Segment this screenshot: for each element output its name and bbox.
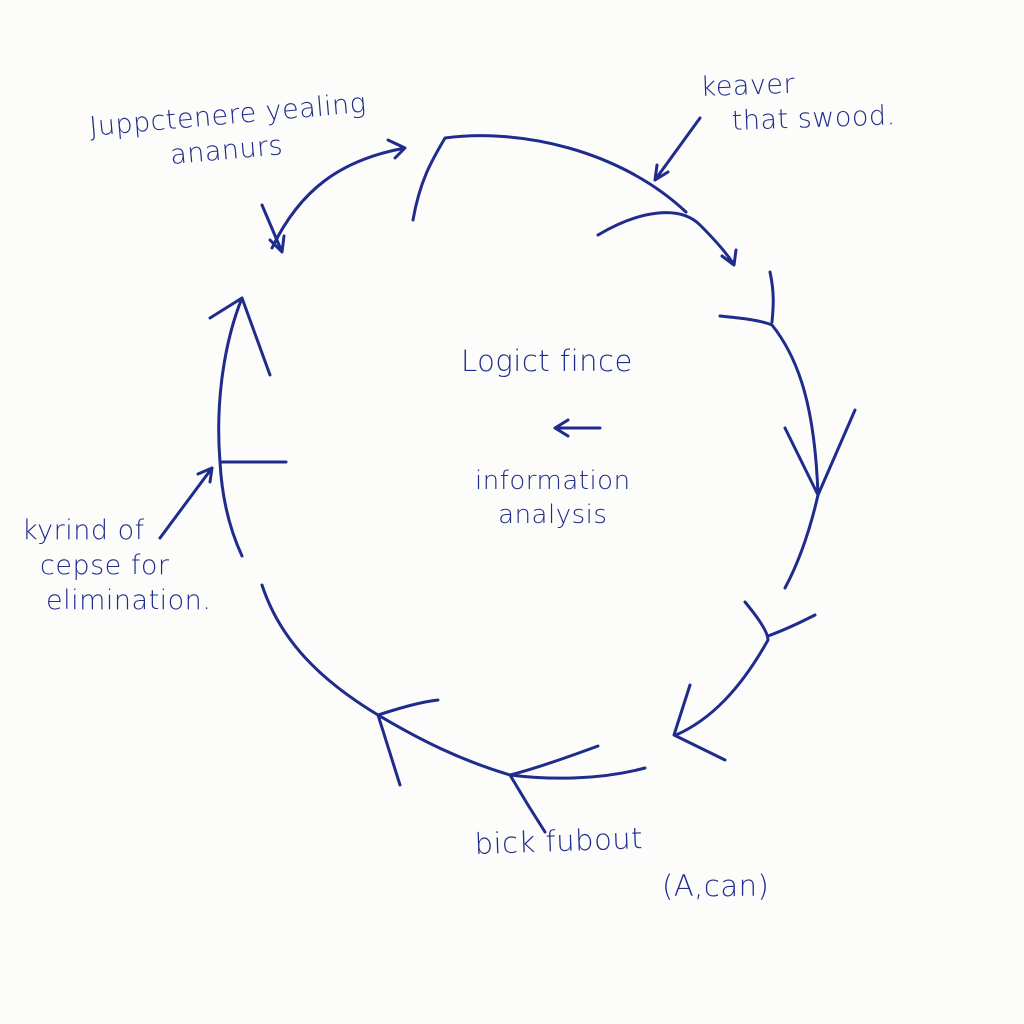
right-lower-segment [783, 493, 820, 590]
top-right-pointer-line [653, 116, 702, 182]
left-segment [217, 296, 288, 558]
bottom-segment [508, 744, 647, 780]
lower-left-segment [260, 583, 380, 717]
center-title: Logict fince [461, 344, 633, 378]
annotation-left-line-2: cepse for [40, 550, 170, 582]
right-arrowhead [783, 408, 857, 497]
center-arrow [553, 418, 602, 438]
annotation-bottom-right: (A,can) [662, 869, 770, 903]
annotation-left-line-1: kyrind of [22, 515, 145, 546]
top-left-curved-arrow [270, 138, 407, 250]
annotation-bottom: bick fubout [474, 821, 644, 861]
left-pointer-line [158, 466, 214, 540]
center-subtitle: information analysis [475, 465, 631, 533]
center-subtitle-line-2: analysis [498, 499, 608, 530]
center-subtitle-line-1: information [475, 466, 631, 496]
annotation-top-right-line-2: that swood. [731, 100, 897, 138]
lower-right-segment [674, 600, 817, 737]
top-arc-segment [411, 134, 688, 222]
top-right-arc-segment [596, 211, 738, 267]
lower-right-arrowhead [672, 683, 727, 762]
left-arrowhead [208, 296, 272, 377]
right-upper-segment [718, 270, 820, 497]
annotation-left-line-3: elimination. [46, 585, 212, 617]
bottom-left-segment [376, 698, 512, 787]
top-left-pointer-line [260, 203, 286, 254]
bottom-arrowhead [508, 773, 547, 834]
annotation-left: kyrind of cepse for elimination. [22, 513, 211, 618]
annotation-top-right: keaver that swood. [700, 63, 896, 140]
